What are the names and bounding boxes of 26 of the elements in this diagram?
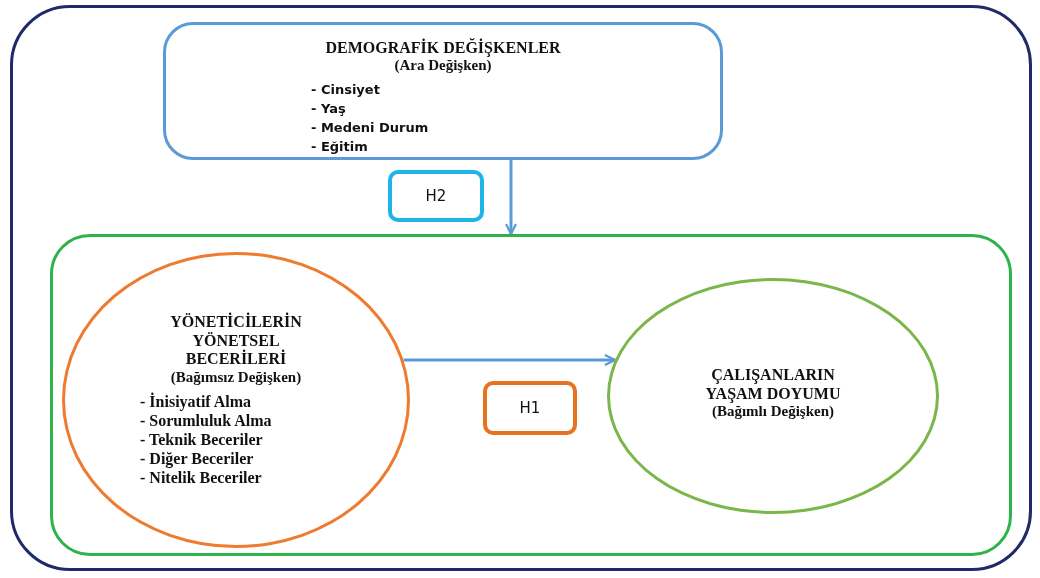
list-item: - Eğitim <box>311 138 369 157</box>
list-item: - Cinsiyet <box>311 81 381 100</box>
hypothesis-box <box>388 170 484 222</box>
list-item: - Teknik Beceriler <box>140 429 264 449</box>
arrow <box>403 353 616 367</box>
list-item: - Medeni Durum <box>311 119 429 138</box>
heading: DEMOGRAFİK DEĞİŞKENLER <box>325 39 561 58</box>
subtitle: (Ara Değişken) <box>394 57 492 75</box>
outer-frame <box>10 5 1032 571</box>
list-item: - Diğer Beceriler <box>140 448 255 468</box>
ellipse <box>62 252 410 548</box>
heading: YÖNETİCİLERİN YÖNETSEL BECERİLERİ <box>169 313 303 369</box>
list-item: - Nitelik Beceriler <box>140 468 263 487</box>
list-item: - Sorumluluk Alma <box>140 411 272 430</box>
subtitle: (Bağımsız Değişken) <box>170 368 302 386</box>
subtitle: (Bağımlı Değişken) <box>711 402 835 420</box>
arrow <box>504 160 518 236</box>
ellipse <box>607 278 939 514</box>
hypothesis-label: H2 <box>425 187 447 205</box>
heading: ÇALIŞANLARIN YAŞAM DOYUMU <box>704 366 842 403</box>
list-item: - İnisiyatif Alma <box>140 391 253 411</box>
rounded-box <box>163 22 723 160</box>
list-item: - Yaş <box>311 100 347 119</box>
hypothesis-box <box>483 381 577 435</box>
hypothesis-label: H1 <box>519 399 541 417</box>
rounded-box <box>50 234 1012 556</box>
